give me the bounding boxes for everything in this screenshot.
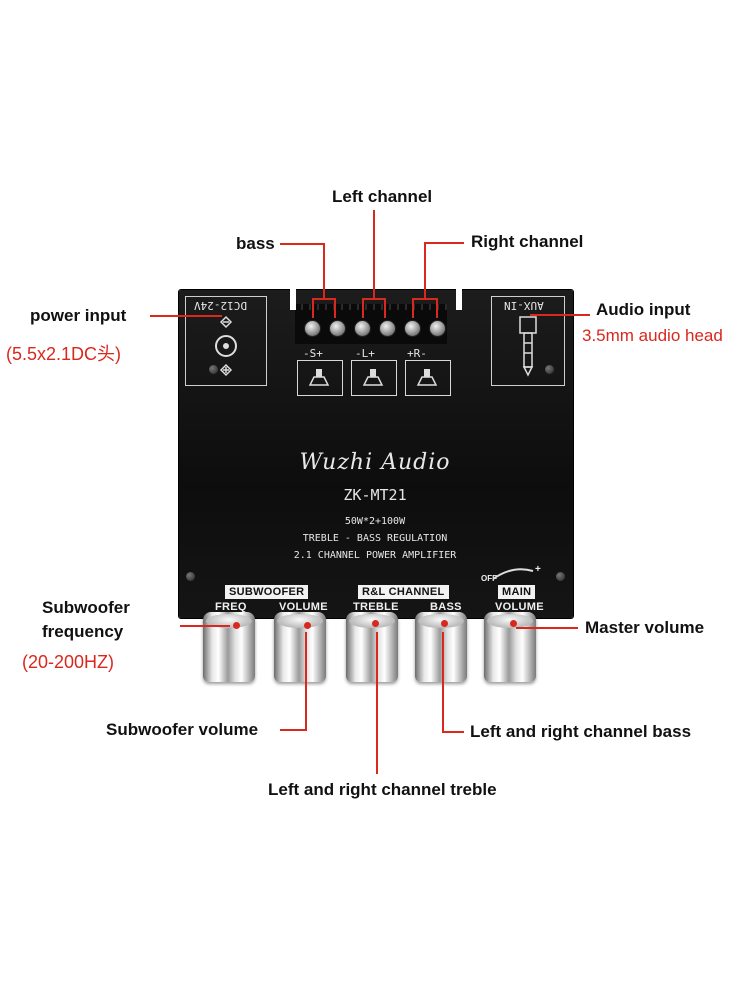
mount-screw [186,572,195,581]
callout-bracket-right-b [436,298,438,318]
label-lr-bass: Left and right channel bass [470,722,692,741]
speaker-box-r [405,360,451,396]
terminal-l-plus[interactable] [354,320,371,337]
main-off-label: OFF [481,574,497,583]
label-lr-treble: Left and right channel treble [268,780,497,799]
control-label-treble: TREBLE [353,601,399,613]
label-subwoofer-frequency-2: frequency [42,622,124,641]
speaker-icon [362,369,384,386]
section-main: MAIN [498,585,536,599]
callout-line-subvol-h [280,729,307,731]
volume-arc-icon [492,568,534,580]
control-label-main-volume: VOLUME [495,601,544,613]
terminal-r-plus[interactable] [404,320,421,337]
terminal-label-s: -S+ [303,347,323,360]
brand-logo: Wuzhi Audio [299,450,451,475]
label-subwoofer-volume: Subwoofer volume [106,720,259,739]
callout-bracket-right [412,298,438,300]
callout-bracket-bass-b [334,298,336,318]
callout-bracket-bass [312,298,336,300]
callout-line-subvol-v [305,632,307,730]
label-right-channel: Right channel [471,232,584,251]
dc-voltage-label: DC12-24V [194,299,247,312]
section-subwoofer: SUBWOOFER [225,585,309,599]
callout-bracket-right-a [412,298,414,318]
terminal-s-plus[interactable] [329,320,346,337]
callout-line-power [150,315,222,317]
label-left-channel: Left channel [332,187,433,206]
spec-line-2: TREBLE - BASS REGULATION [302,533,448,544]
model-number: ZK-MT21 [343,486,407,504]
treble-knob[interactable] [346,612,398,682]
control-label-bass: BASS [430,601,462,613]
callout-line-lrbass-v [442,632,444,732]
callout-bracket-left-a [362,298,364,318]
speaker-icon [416,369,438,386]
label-bass: bass [236,234,275,253]
callout-line-treble [376,632,378,774]
section-rl-channel: R&L CHANNEL [358,585,449,599]
board-top-notch-right [456,288,462,310]
label-audio-input: Audio input [596,300,691,319]
master-volume-knob[interactable] [484,612,536,682]
callout-line-bass-v [323,243,325,300]
label-subwoofer-frequency-1: Subwoofer [42,598,130,617]
label-master-volume: Master volume [585,618,705,637]
callout-line-lrbass-h [442,731,464,733]
speaker-box-l [351,360,397,396]
callout-bracket-left-b [384,298,386,318]
callout-bracket-bass-a [312,298,314,318]
aux-label: AUX-IN [504,299,544,312]
aux-jack-icon [519,316,537,377]
spec-line-1: 50W*2+100W [344,516,406,527]
main-plus-label: + [535,564,541,575]
dc-port-panel: DC12-24V [185,296,267,386]
dc-jack-icon [215,315,237,377]
terminal-r-minus[interactable] [429,320,446,337]
callout-line-right-v [424,242,426,300]
callout-line-bass-h [280,243,325,245]
mount-screw [545,365,554,374]
label-power-input: power input [30,306,127,325]
mount-screw [209,365,218,374]
mount-screw [556,572,565,581]
speaker-terminal-block [295,304,447,344]
callout-line-right-h [424,242,464,244]
subwoofer-volume-knob[interactable] [274,612,326,682]
board-top-notch-left [290,288,296,310]
callout-bracket-left [362,298,386,300]
terminal-l-minus[interactable] [379,320,396,337]
callout-line-left-channel [373,210,375,300]
terminal-s-minus[interactable] [304,320,321,337]
callout-line-master [516,627,578,629]
terminal-label-l: -L+ [355,347,375,360]
speaker-box-s [297,360,343,396]
callout-line-audio [530,314,590,316]
speaker-icon [308,369,330,386]
control-label-sub-volume: VOLUME [279,601,328,613]
label-audio-input-spec: 3.5mm audio head [582,326,723,345]
control-label-freq: FREQ [215,601,247,613]
callout-line-freq [180,625,230,627]
label-power-input-spec: (5.5x2.1DC头) [6,344,122,364]
aux-port-panel: AUX-IN [491,296,565,386]
amplifier-board: DC12-24V AUX-IN -S+ -L+ +R- [179,290,573,618]
label-subwoofer-frequency-spec: (20-200HZ) [22,652,115,672]
terminal-label-r: +R- [407,347,427,360]
spec-line-3: 2.1 CHANNEL POWER AMPLIFIER [293,550,457,561]
freq-knob[interactable] [203,612,255,682]
bass-knob[interactable] [415,612,467,682]
